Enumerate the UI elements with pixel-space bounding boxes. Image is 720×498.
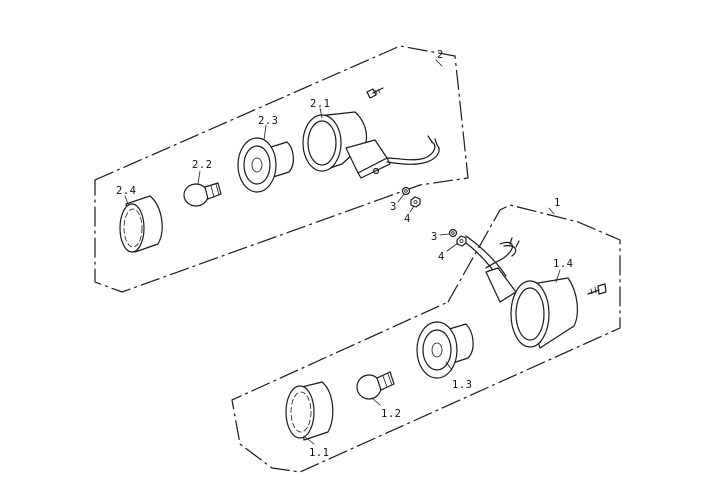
callout-2-4: 2.4 bbox=[116, 185, 136, 197]
upper-callout-labels: 2 2.1 2.3 2.2 2.4 3 4 bbox=[116, 49, 444, 225]
upper-bulb-2-2 bbox=[183, 182, 222, 207]
upper-housing-2-1 bbox=[302, 111, 440, 179]
callout-1-4: 1.4 bbox=[553, 258, 573, 270]
callout-2-3: 2.3 bbox=[258, 115, 278, 127]
callout-2-2: 2.2 bbox=[192, 159, 212, 171]
upper-leader-lines bbox=[124, 59, 443, 213]
lower-assembly-group: 1 1.4 1.3 1.2 1.1 3 4 bbox=[231, 197, 621, 473]
callout-1-1: 1.1 bbox=[309, 447, 329, 459]
callout-1-3: 1.3 bbox=[452, 379, 472, 391]
callout-lower-3: 3 bbox=[431, 231, 438, 243]
callout-assy-1: 1 bbox=[554, 197, 561, 209]
callout-upper-3: 3 bbox=[390, 201, 397, 213]
upper-washer-nut bbox=[401, 186, 421, 208]
callout-upper-4: 4 bbox=[404, 213, 411, 225]
lower-lens-1-1 bbox=[285, 381, 334, 441]
upper-assembly-group: 2 2.1 2.3 2.2 2.4 3 4 bbox=[94, 45, 469, 293]
lower-bulb-1-2 bbox=[356, 371, 395, 400]
callout-1-2: 1.2 bbox=[381, 408, 401, 420]
upper-assembly-boundary bbox=[94, 45, 469, 293]
lower-mount-screw bbox=[587, 283, 607, 295]
lower-assembly-boundary bbox=[231, 204, 621, 473]
callout-lower-4: 4 bbox=[438, 251, 445, 263]
upper-mount-screw bbox=[366, 87, 384, 99]
upper-lens-2-4 bbox=[119, 195, 163, 253]
upper-reflector-2-3 bbox=[237, 137, 294, 193]
lower-callout-labels: 1 1.4 1.3 1.2 1.1 3 4 bbox=[309, 197, 573, 459]
callout-2-1: 2.1 bbox=[310, 98, 330, 110]
lower-leader-lines bbox=[303, 207, 561, 445]
lower-reflector-1-3 bbox=[416, 321, 474, 379]
callout-assy-2: 2 bbox=[437, 49, 444, 61]
lower-housing-1-4 bbox=[461, 235, 578, 349]
